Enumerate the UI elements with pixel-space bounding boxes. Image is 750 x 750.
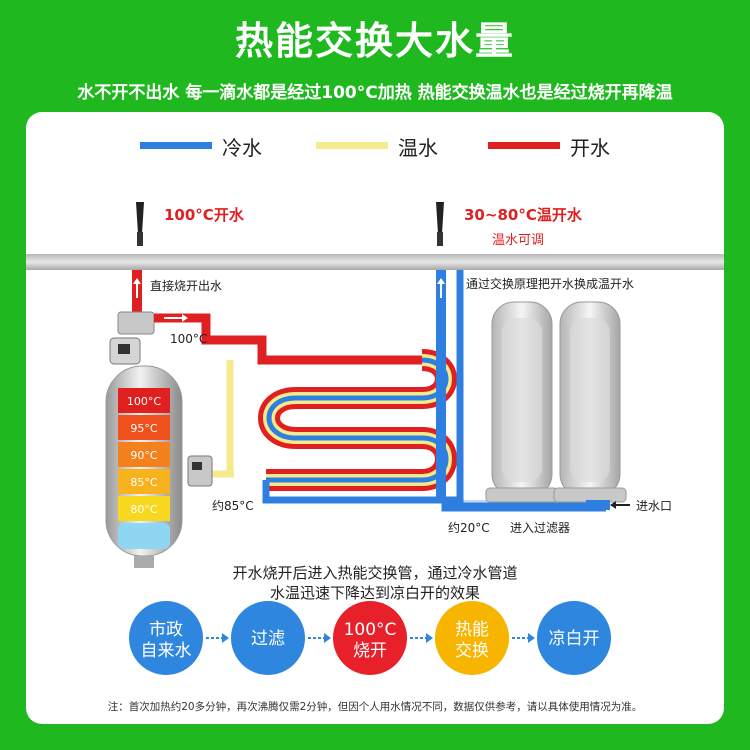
legend-cold-label: 冷水 bbox=[222, 136, 262, 160]
tank-band bbox=[118, 442, 170, 467]
legend-cold-swatch bbox=[140, 142, 212, 149]
process-step-line2: 自来水 bbox=[141, 641, 192, 661]
tank-band bbox=[118, 415, 170, 440]
process-step-circle bbox=[537, 601, 611, 675]
legend: 冷水 温水 开水 bbox=[140, 136, 610, 160]
process-step-line1: 凉白开 bbox=[549, 629, 600, 649]
about-85-label: 约85°C bbox=[212, 498, 254, 513]
faucet-right-icon bbox=[436, 202, 444, 246]
description-line1: 开水烧开后进入热能交换管，通过冷水管道 bbox=[232, 564, 517, 582]
heat-exchange-diagram: 冷水 温水 开水 100°C开水 30~80°C温开水 温水可调 直接烧开出水 … bbox=[26, 136, 724, 713]
valve-icon bbox=[109, 311, 155, 365]
description-line2: 水温迅速下降达到凉白开的效果 bbox=[270, 584, 480, 602]
footnote: 注：首次加热约20多分钟，再次沸腾仅需2分钟，但因个人用水情况不同，数据仅供参考… bbox=[108, 700, 643, 713]
tank-band-label: 90°C bbox=[130, 449, 157, 462]
process-step-line2: 交换 bbox=[455, 641, 489, 661]
exchange-label: 通过交换原理把开水换成温开水 bbox=[466, 276, 634, 291]
process-step-circle bbox=[333, 601, 407, 675]
legend-boiling-swatch bbox=[488, 142, 560, 149]
hot-100-label: 100°C bbox=[170, 332, 207, 346]
tank-band-label: 85°C bbox=[130, 476, 157, 489]
page-subtitle: 水不开不出水 每一滴水都是经过100°C加热 热能交换温水也是经过烧开再降温 bbox=[77, 83, 673, 103]
legend-warm-swatch bbox=[316, 142, 388, 149]
tank-band-label: 100°C bbox=[127, 395, 161, 408]
process-step-arrowhead bbox=[528, 633, 535, 643]
faucet-right-sublabel: 温水可调 bbox=[492, 233, 544, 248]
tank-levels: 100°C 95°C 90°C 85°C 80°C bbox=[118, 388, 170, 549]
warm-riser bbox=[436, 270, 446, 500]
process-step-arrowhead bbox=[222, 633, 229, 643]
process-step-arrowhead bbox=[324, 633, 331, 643]
cold-inlet-pipe bbox=[441, 500, 606, 512]
process-step-line1: 市政 bbox=[149, 620, 183, 640]
tank-band-label: 95°C bbox=[130, 422, 157, 435]
process-step-line2: 烧开 bbox=[353, 641, 387, 661]
process-step-arrowhead bbox=[426, 633, 433, 643]
heat-exchange-coil bbox=[258, 349, 457, 491]
tank-band-cold bbox=[118, 523, 170, 549]
page-title: 热能交换大水量 bbox=[234, 19, 515, 63]
tank-band bbox=[118, 388, 170, 413]
into-filter-label: 进入过滤器 bbox=[510, 521, 570, 535]
process-step-circle bbox=[231, 601, 305, 675]
faucet-left-label: 100°C开水 bbox=[164, 206, 245, 224]
about-20-label: 约20°C bbox=[448, 520, 490, 535]
main-pipe bbox=[26, 254, 724, 270]
diagram-panel: 冷水 温水 开水 100°C开水 30~80°C温开水 温水可调 直接烧开出水 … bbox=[26, 112, 724, 724]
process-step-line1: 100°C bbox=[344, 620, 397, 640]
process-step-circle bbox=[435, 601, 509, 675]
inlet-label: 进水口 bbox=[636, 499, 672, 513]
filter-right-icon bbox=[553, 301, 627, 503]
process-step-line1: 过滤 bbox=[251, 629, 285, 649]
direct-label: 直接烧开出水 bbox=[150, 278, 222, 293]
hot-pipe-to-coil bbox=[154, 313, 422, 365]
tank-band-label: 80°C bbox=[130, 503, 157, 516]
filter-left-icon bbox=[485, 301, 559, 503]
tank-band bbox=[118, 496, 170, 521]
tank-band bbox=[118, 469, 170, 494]
faucet-left-icon bbox=[136, 202, 144, 246]
process-step-line1: 热能 bbox=[455, 620, 489, 640]
legend-warm-label: 温水 bbox=[398, 136, 438, 160]
legend-boiling-label: 开水 bbox=[570, 136, 610, 160]
faucet-right-label: 30~80°C温开水 bbox=[464, 206, 583, 224]
side-valve-icon bbox=[187, 455, 213, 487]
process-step-circle bbox=[129, 601, 203, 675]
